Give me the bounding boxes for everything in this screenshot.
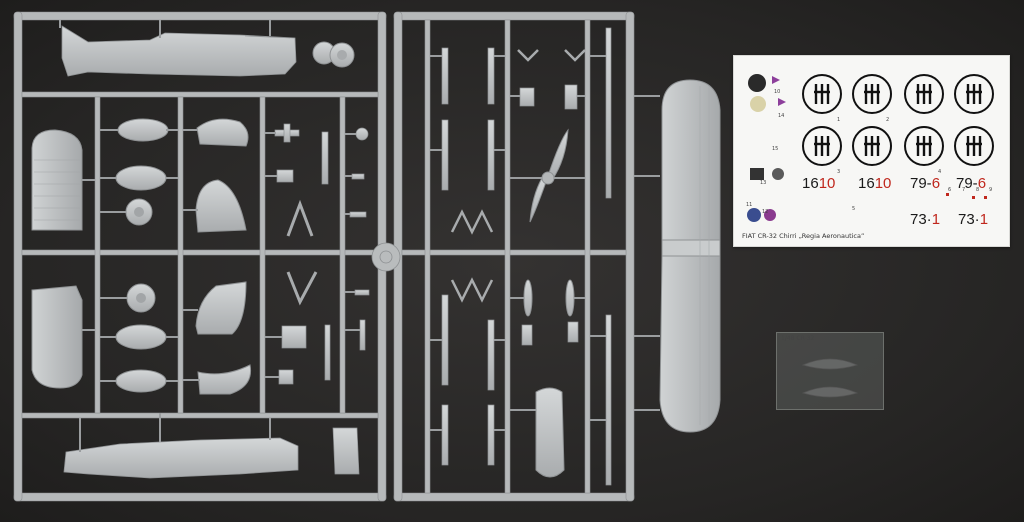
fairing-1 (117, 118, 169, 142)
right-sprue-frame (385, 11, 635, 502)
struts-and-small-parts (441, 27, 612, 486)
gates-right (430, 55, 660, 431)
engine-part (535, 387, 565, 478)
upper-wing (661, 79, 721, 241)
decal-number-6: 73·1 (958, 211, 989, 228)
fin-1 (195, 179, 247, 233)
decal-index: 4 (938, 169, 942, 175)
propeller (529, 128, 569, 223)
rudder-left (31, 129, 83, 231)
sprue-hub (371, 242, 401, 272)
cowling-parts (312, 41, 355, 68)
decal-index: 12 (762, 209, 769, 215)
decal-index: 8 (976, 187, 980, 193)
decal-index: 15 (772, 146, 779, 152)
decal-index: 2 (886, 117, 890, 123)
decal-index: 5 (852, 206, 856, 212)
fasces-roundels (802, 74, 994, 166)
decal-index: 13 (760, 180, 767, 186)
decal-number-3: 79-6 (910, 175, 941, 192)
decal-index: 14 (778, 113, 785, 119)
windscreen-parts (801, 358, 859, 398)
tailplane-top (196, 118, 249, 147)
left-sprue-frame (13, 11, 387, 502)
small-parts-col3 (274, 123, 318, 385)
stabilizer-left (31, 285, 83, 389)
lower-wing (659, 255, 721, 433)
decal-roundels (747, 74, 994, 222)
fasces-symbols (814, 84, 982, 156)
decal-number-2: 1610 (858, 175, 892, 192)
fuselage-half-bottom (63, 437, 299, 479)
fairing-2 (115, 165, 167, 191)
decal-index: 9 (989, 187, 993, 193)
squadron-emblem-2 (750, 96, 766, 112)
decal-number-1: 1610 (802, 175, 836, 192)
decal-index: 3 (837, 169, 841, 175)
tailplane-bottom (197, 364, 252, 395)
small-parts-col4 (321, 127, 370, 475)
pennant-1 (772, 76, 780, 84)
squadron-emblem-1 (748, 74, 766, 92)
decal-index: 6 (948, 187, 952, 193)
fuselage-half-top (61, 25, 297, 77)
decal-index: 11 (746, 202, 753, 208)
decal-sheet: 10 1 2 3 4 15 14 13 11 12 5 6 7 8 9 1610… (733, 55, 1010, 247)
clear-parts-sheet: 1/48 CR-32 (776, 332, 884, 410)
clear-parts-label: 1/48 CR-32 (781, 335, 815, 342)
fin-2 (195, 281, 247, 335)
decal-index: 1 (837, 117, 841, 123)
gates-left (59, 20, 360, 452)
fairing-4 (115, 369, 167, 393)
fairing-3 (115, 324, 167, 350)
decal-index: 10 (774, 89, 781, 95)
wire-parts (450, 49, 586, 303)
decal-number-5: 73·1 (910, 211, 941, 228)
decal-caption: FIAT CR-32 Chirri „Regia Aeronautica” (742, 232, 865, 240)
decal-number-4: 79-6 (956, 175, 987, 192)
decal-index: 7 (962, 187, 966, 193)
red-cross-markings (946, 193, 987, 199)
squadron-emblem-4 (747, 208, 761, 222)
squadron-emblem-3 (750, 168, 764, 180)
